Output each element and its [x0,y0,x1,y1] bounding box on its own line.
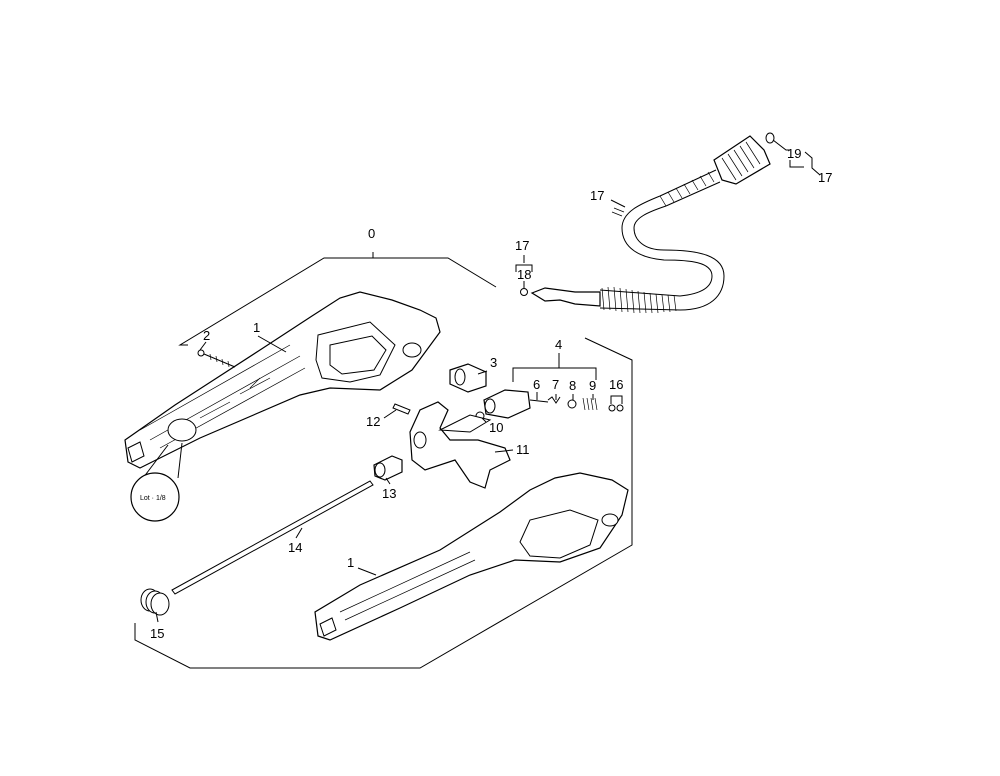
callout-0: 0 [368,226,375,241]
callout-1-upper: 1 [253,320,260,335]
valve-parts [475,389,624,421]
sleeve-part [373,455,403,481]
callout-labels: 0 1 2 3 4 6 7 8 9 16 10 11 12 13 14 15 1… [150,146,832,641]
callout-12: 12 [366,414,380,429]
callout-19: 19 [787,146,801,161]
callout-8: 8 [569,378,576,393]
callout-17-mid: 17 [590,188,604,203]
callout-18: 18 [517,267,531,282]
hose-assembly [520,132,775,314]
callout-16: 16 [609,377,623,392]
callout-10: 10 [489,420,503,435]
callout-15: 15 [150,626,164,641]
callout-7: 7 [552,377,559,392]
left-handle-half [124,291,441,469]
svg-text:Lot · 1/8: Lot · 1/8 [140,495,166,502]
screw-part [197,349,236,368]
leader-lines [155,139,821,623]
callout-3: 3 [490,355,497,370]
spring-part [140,588,170,616]
callout-17-right: 17 [818,170,832,185]
callout-9: 9 [589,378,596,393]
trigger-part [409,401,511,489]
pin-part [392,403,411,415]
rod-part [171,480,374,595]
label-magnifier: Lot · 1/8 [130,442,183,522]
callout-13: 13 [382,486,396,501]
callout-17-top: 17 [515,238,529,253]
callout-2: 2 [203,328,210,343]
callout-14: 14 [288,540,302,555]
callout-6: 6 [533,377,540,392]
assembly-bracket-outline [134,252,633,669]
right-handle-half [314,472,629,641]
callout-1-lower: 1 [347,555,354,570]
hex-nut-part [449,363,487,393]
callout-11: 11 [516,442,530,457]
callout-4: 4 [555,337,562,352]
